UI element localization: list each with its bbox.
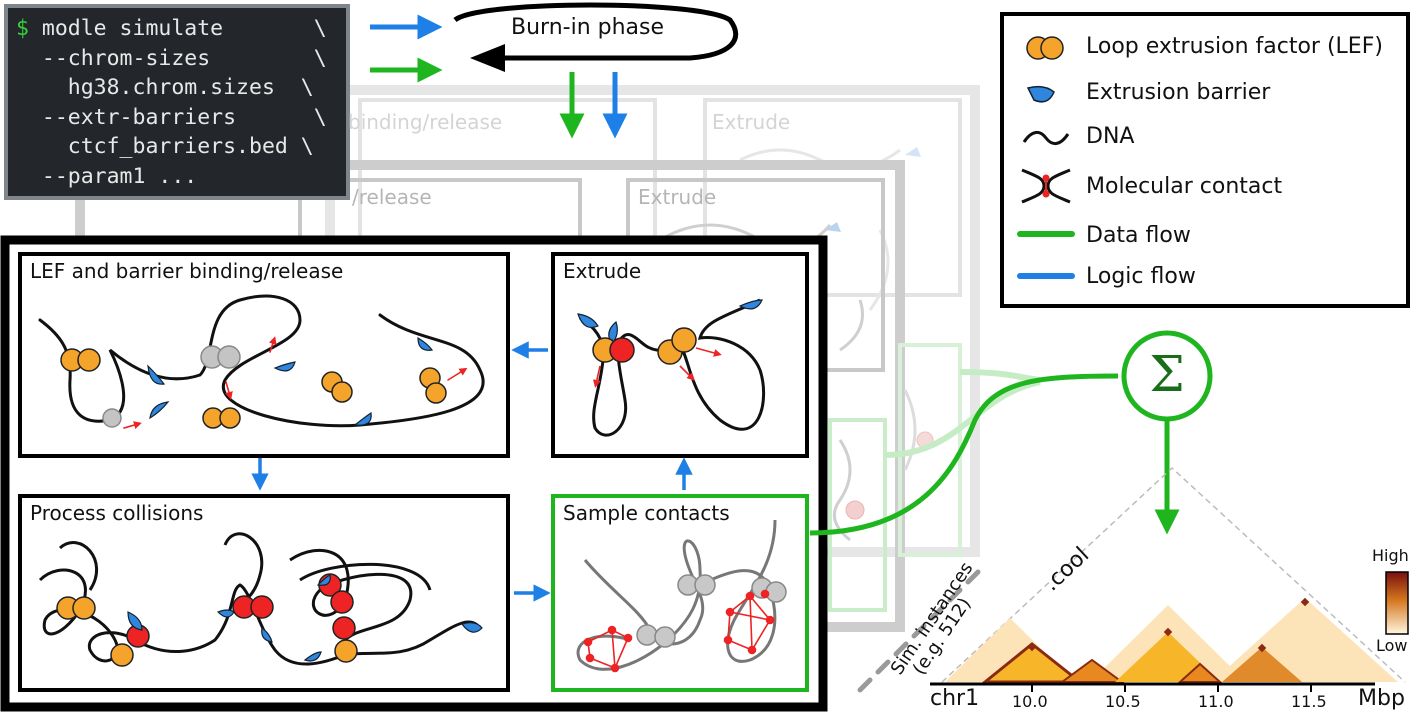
legend-label-logic-flow: Logic flow bbox=[1086, 264, 1196, 289]
tick-label-11-5: 11.5 bbox=[1291, 692, 1327, 711]
ghost-binding-mid-title: /release bbox=[352, 185, 432, 209]
collisions-illustration bbox=[38, 532, 483, 667]
contact-icon bbox=[1021, 168, 1071, 204]
terminal-line-5: ctcf_barriers.bed \ bbox=[16, 134, 314, 160]
terminal-line-6: --param1 ... bbox=[16, 163, 198, 189]
data-flow-line bbox=[1017, 231, 1075, 237]
terminal-prompt: $ bbox=[16, 16, 29, 41]
ghost-extrude-mid-title: Extrude bbox=[638, 185, 717, 209]
colorbar-low-label: Low bbox=[1376, 636, 1408, 655]
legend-label-lef: Loop extrusion factor (LEF) bbox=[1086, 34, 1383, 59]
legend-label-barrier: Extrusion barrier bbox=[1086, 80, 1271, 105]
legend-label-data-flow: Data flow bbox=[1086, 223, 1191, 248]
binding-release-title: LEF and barrier binding/release bbox=[30, 259, 344, 283]
extrude-illustration bbox=[577, 298, 766, 437]
terminal-line-3: hg38.chrom.sizes \ bbox=[16, 75, 314, 101]
colorbar-high-label: High bbox=[1372, 546, 1409, 565]
terminal-line-4: --extr-barriers \ bbox=[16, 104, 327, 130]
extrude-title: Extrude bbox=[563, 259, 642, 283]
legend-label-dna: DNA bbox=[1086, 124, 1135, 149]
terminal-line-2: --chrom-sizes \ bbox=[16, 45, 327, 71]
burn-in-label: Burn-in phase bbox=[511, 15, 665, 40]
process-collisions-box bbox=[18, 494, 510, 692]
data-flow-arrows bbox=[370, 57, 1180, 536]
terminal-window: $ modle simulate \ --chrom-sizes \ hg38.… bbox=[4, 4, 350, 200]
chrom-label: chr1 bbox=[930, 686, 980, 711]
axis-ticks bbox=[1031, 684, 1312, 692]
colorbar bbox=[1385, 571, 1409, 635]
lef-icon bbox=[1026, 36, 1064, 60]
sum-icon: Σ bbox=[1149, 345, 1185, 403]
legend-label-contact: Molecular contact bbox=[1086, 174, 1283, 199]
sim-instance-dashes bbox=[857, 569, 981, 693]
sum-node bbox=[1121, 330, 1213, 422]
burn-in-loop bbox=[453, 2, 739, 72]
sample-contacts-title: Sample contacts bbox=[563, 501, 730, 525]
ghost-binding-back-title: binding/release bbox=[348, 110, 503, 134]
unit-label: Mbp bbox=[1358, 686, 1405, 711]
logic-flow-arrows bbox=[251, 14, 693, 602]
tick-label-11-0: 11.0 bbox=[1198, 692, 1234, 711]
ghost-extrude-back-title: Extrude bbox=[712, 110, 791, 134]
logic-flow-line bbox=[1017, 273, 1075, 279]
barrier-icon bbox=[1026, 85, 1055, 103]
process-collisions-title: Process collisions bbox=[30, 501, 204, 525]
dna-icon bbox=[1022, 131, 1070, 145]
cool-file-label: .cool bbox=[1039, 543, 1094, 597]
tick-label-10-0: 10.0 bbox=[1012, 692, 1048, 711]
binding-release-illustration bbox=[38, 294, 485, 429]
sample-contacts-illustration bbox=[576, 519, 787, 673]
tick-label-10-5: 10.5 bbox=[1105, 692, 1141, 711]
contact-matrix-triangle bbox=[941, 466, 1406, 684]
terminal-line-1: $ modle simulate \ bbox=[16, 16, 327, 41]
legend: Loop extrusion factor (LEF) Extrusion ba… bbox=[1000, 12, 1410, 308]
